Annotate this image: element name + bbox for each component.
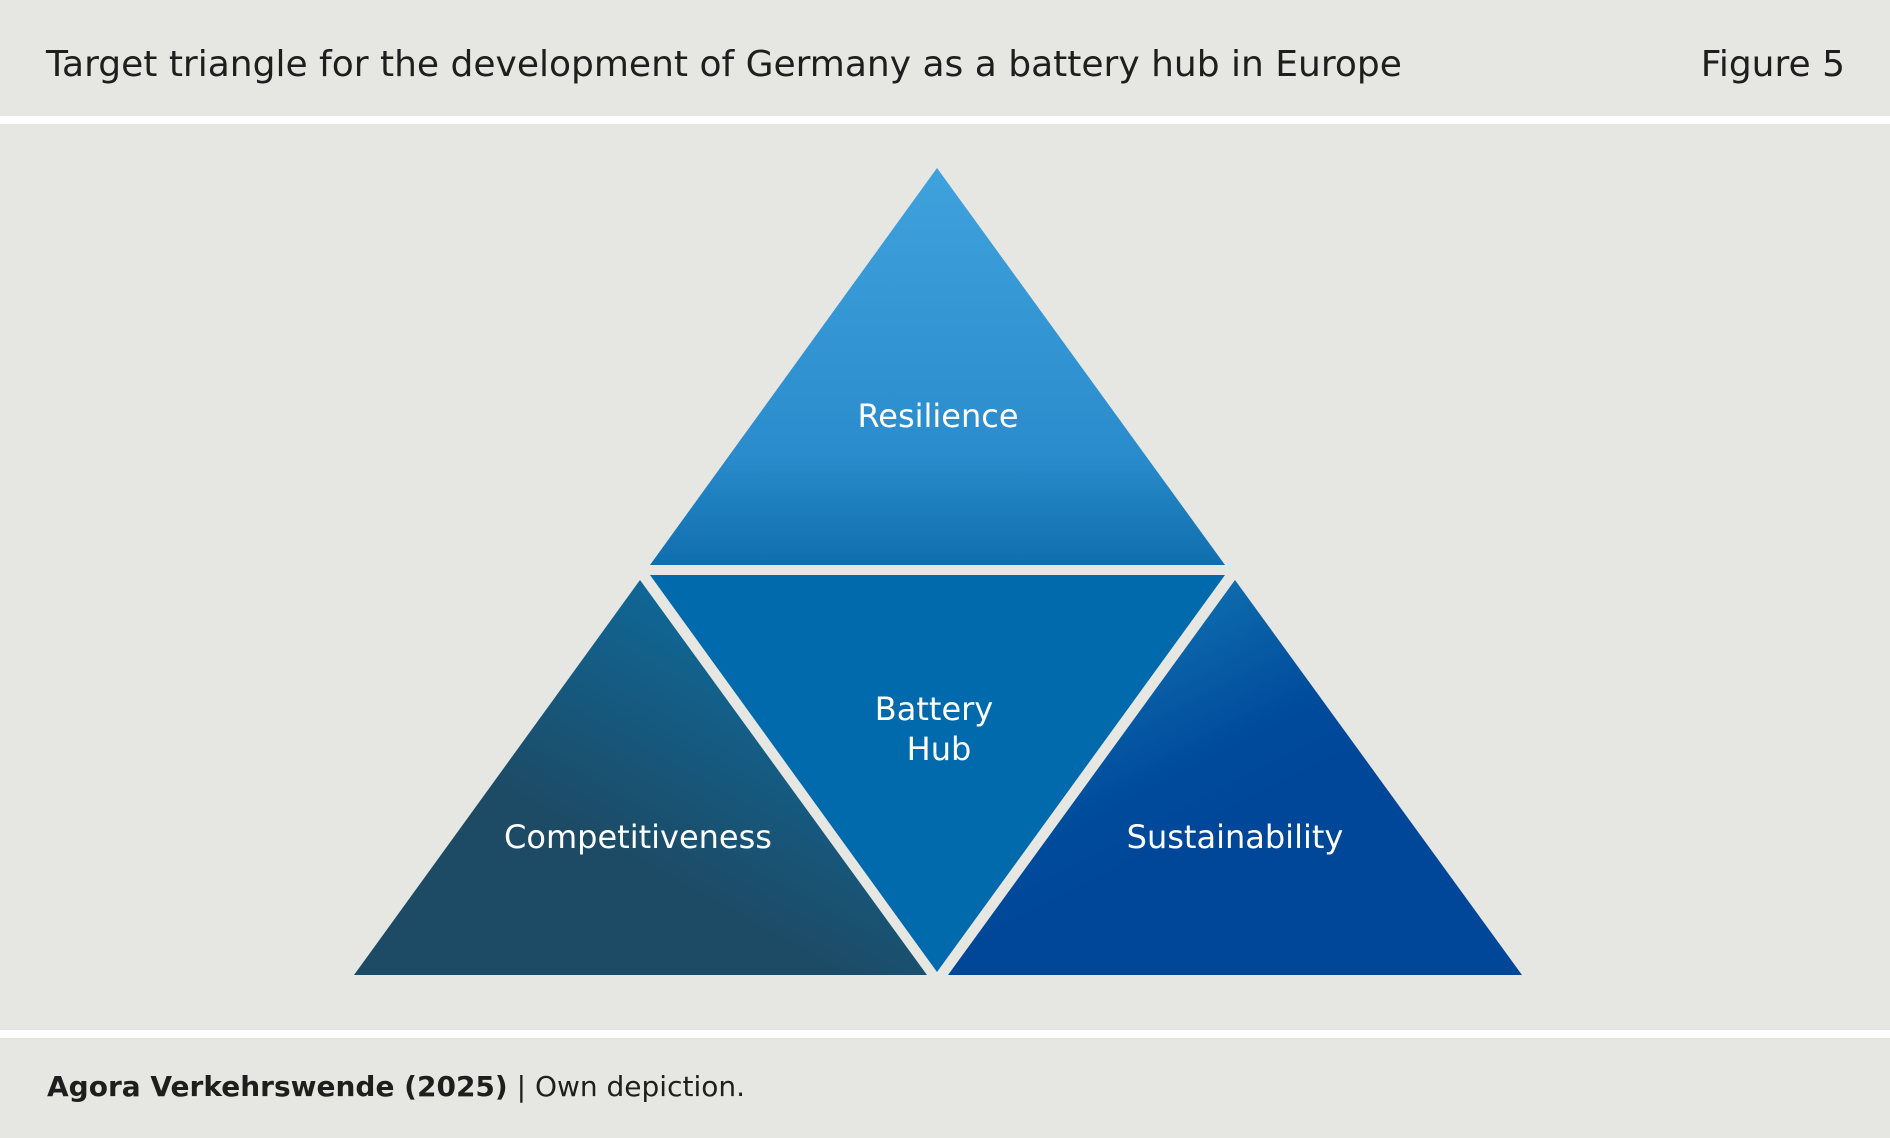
label-sustainability: Sustainability <box>1127 818 1344 856</box>
segment-sustainability <box>948 580 1522 975</box>
source-separator: | <box>507 1070 535 1103</box>
figure-title: Target triangle for the development of G… <box>46 44 1402 85</box>
segment-battery-hub <box>650 575 1225 972</box>
segment-competitiveness <box>354 580 927 975</box>
target-triangle-diagram: Resilience Battery Hub Competitiveness S… <box>0 124 1890 1030</box>
label-competitiveness: Competitiveness <box>504 818 772 856</box>
triangle-svg: Resilience Battery Hub Competitiveness S… <box>354 168 1522 975</box>
label-battery: Battery <box>875 690 993 728</box>
footer-caption: Agora Verkehrswende (2025) | Own depicti… <box>47 1070 745 1103</box>
header: Target triangle for the development of G… <box>0 0 1890 116</box>
top-divider <box>0 116 1890 124</box>
segment-resilience <box>650 168 1225 565</box>
label-resilience: Resilience <box>857 397 1018 435</box>
figure-number: Figure 5 <box>1700 44 1845 85</box>
bottom-divider <box>0 1030 1890 1038</box>
source-text: Agora Verkehrswende (2025) <box>47 1070 508 1103</box>
source-note: Own depiction. <box>534 1070 746 1103</box>
label-hub: Hub <box>907 730 972 768</box>
